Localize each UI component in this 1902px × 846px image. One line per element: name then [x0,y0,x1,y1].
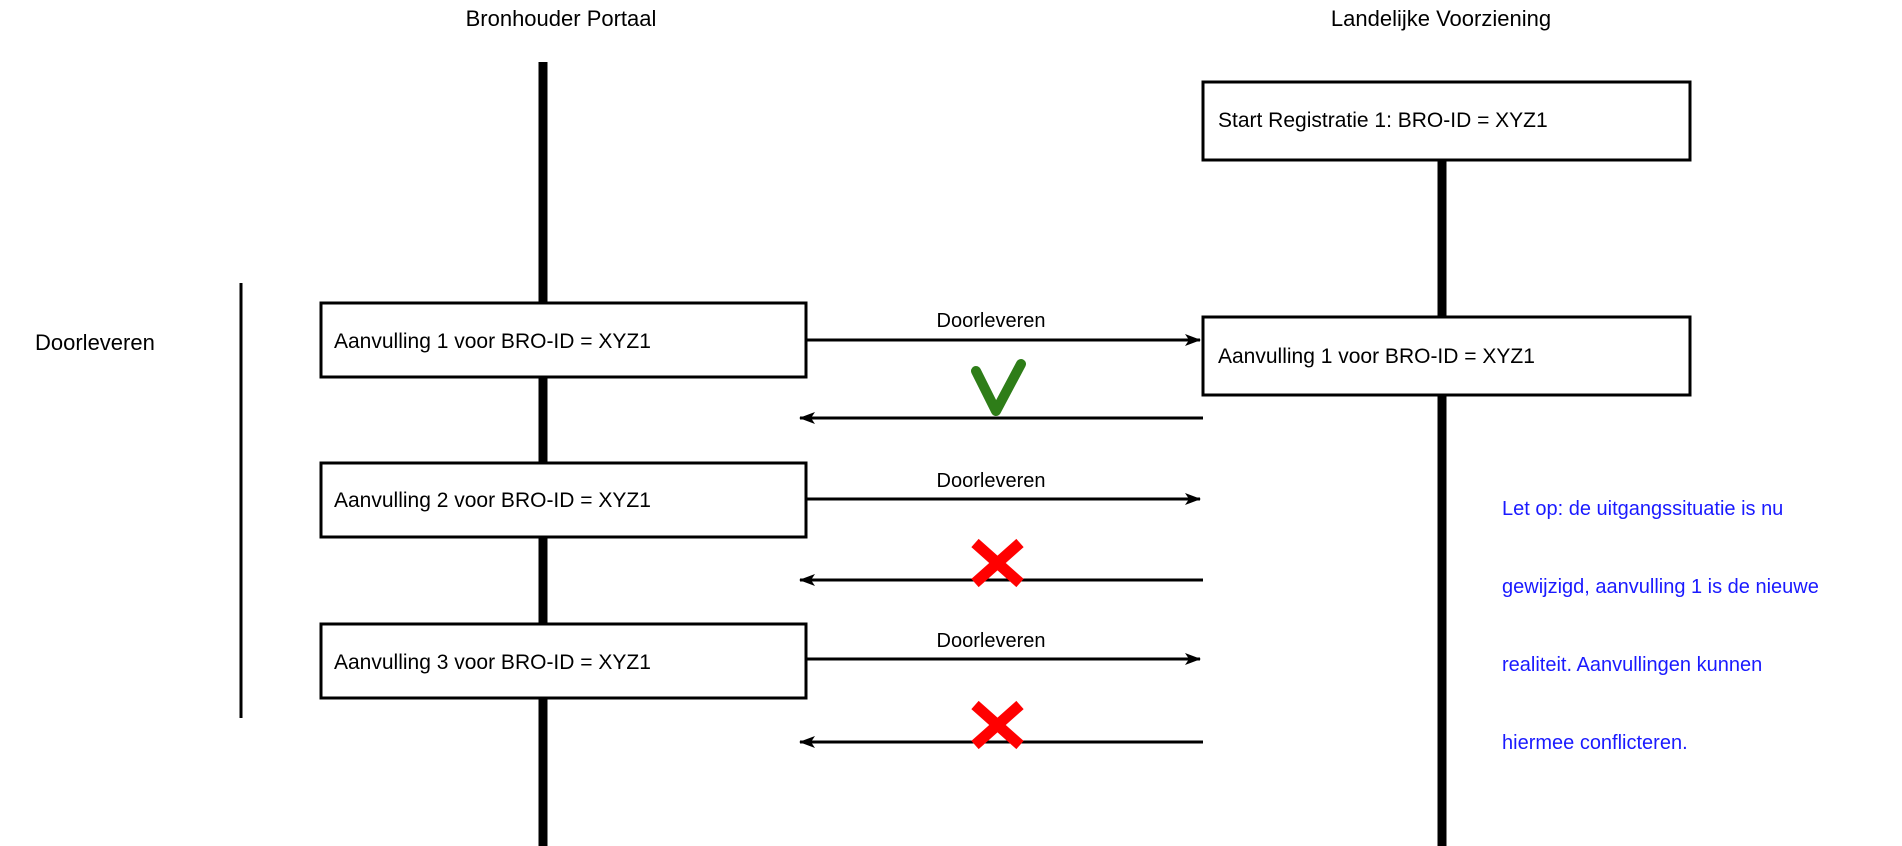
note-line: gewijzigd, aanvulling 1 is de nieuwe [1502,576,1819,598]
box-label-lv-aanvulling-1: Aanvulling 1 voor BRO-ID = XYZ1 [1218,345,1535,368]
actor-title-bronhouder-portaal: Bronhouder Portaal [465,6,657,31]
box-label-bp-aanvulling-2: Aanvulling 2 voor BRO-ID = XYZ1 [334,489,651,512]
box-label-bp-aanvulling-3: Aanvulling 3 voor BRO-ID = XYZ1 [334,651,651,674]
message-label-msg-1: Doorleveren [936,310,1046,332]
cross-icon-result-3 [971,700,1024,750]
box-bp-aanvulling-1 [319,301,808,379]
box-bp-aanvulling-3 [319,622,808,700]
cross-icon-result-2 [971,538,1024,588]
box-bp-aanvulling-2 [319,461,808,539]
box-lv-aanvulling-1 [1201,315,1692,397]
note-line: Let op: de uitgangssituatie is nu [1502,498,1784,520]
note-uitgangssituatie: Let op: de uitgangssituatie is nu gewijz… [1502,444,1902,808]
box-label-bp-aanvulling-1: Aanvulling 1 voor BRO-ID = XYZ1 [334,330,651,353]
check-icon-result-1 [971,359,1026,416]
box-label-lv-start: Start Registratie 1: BRO-ID = XYZ1 [1218,109,1548,132]
group-label-doorleveren: Doorleveren [35,330,155,355]
box-lv-start [1201,80,1692,162]
message-label-msg-3: Doorleveren [936,630,1046,652]
message-label-msg-2: Doorleveren [936,470,1046,492]
actor-title-landelijke-voorziening: Landelijke Voorziening [1330,6,1552,31]
note-line: realiteit. Aanvullingen kunnen [1502,654,1763,676]
note-line: hiermee conflicteren. [1502,732,1688,754]
